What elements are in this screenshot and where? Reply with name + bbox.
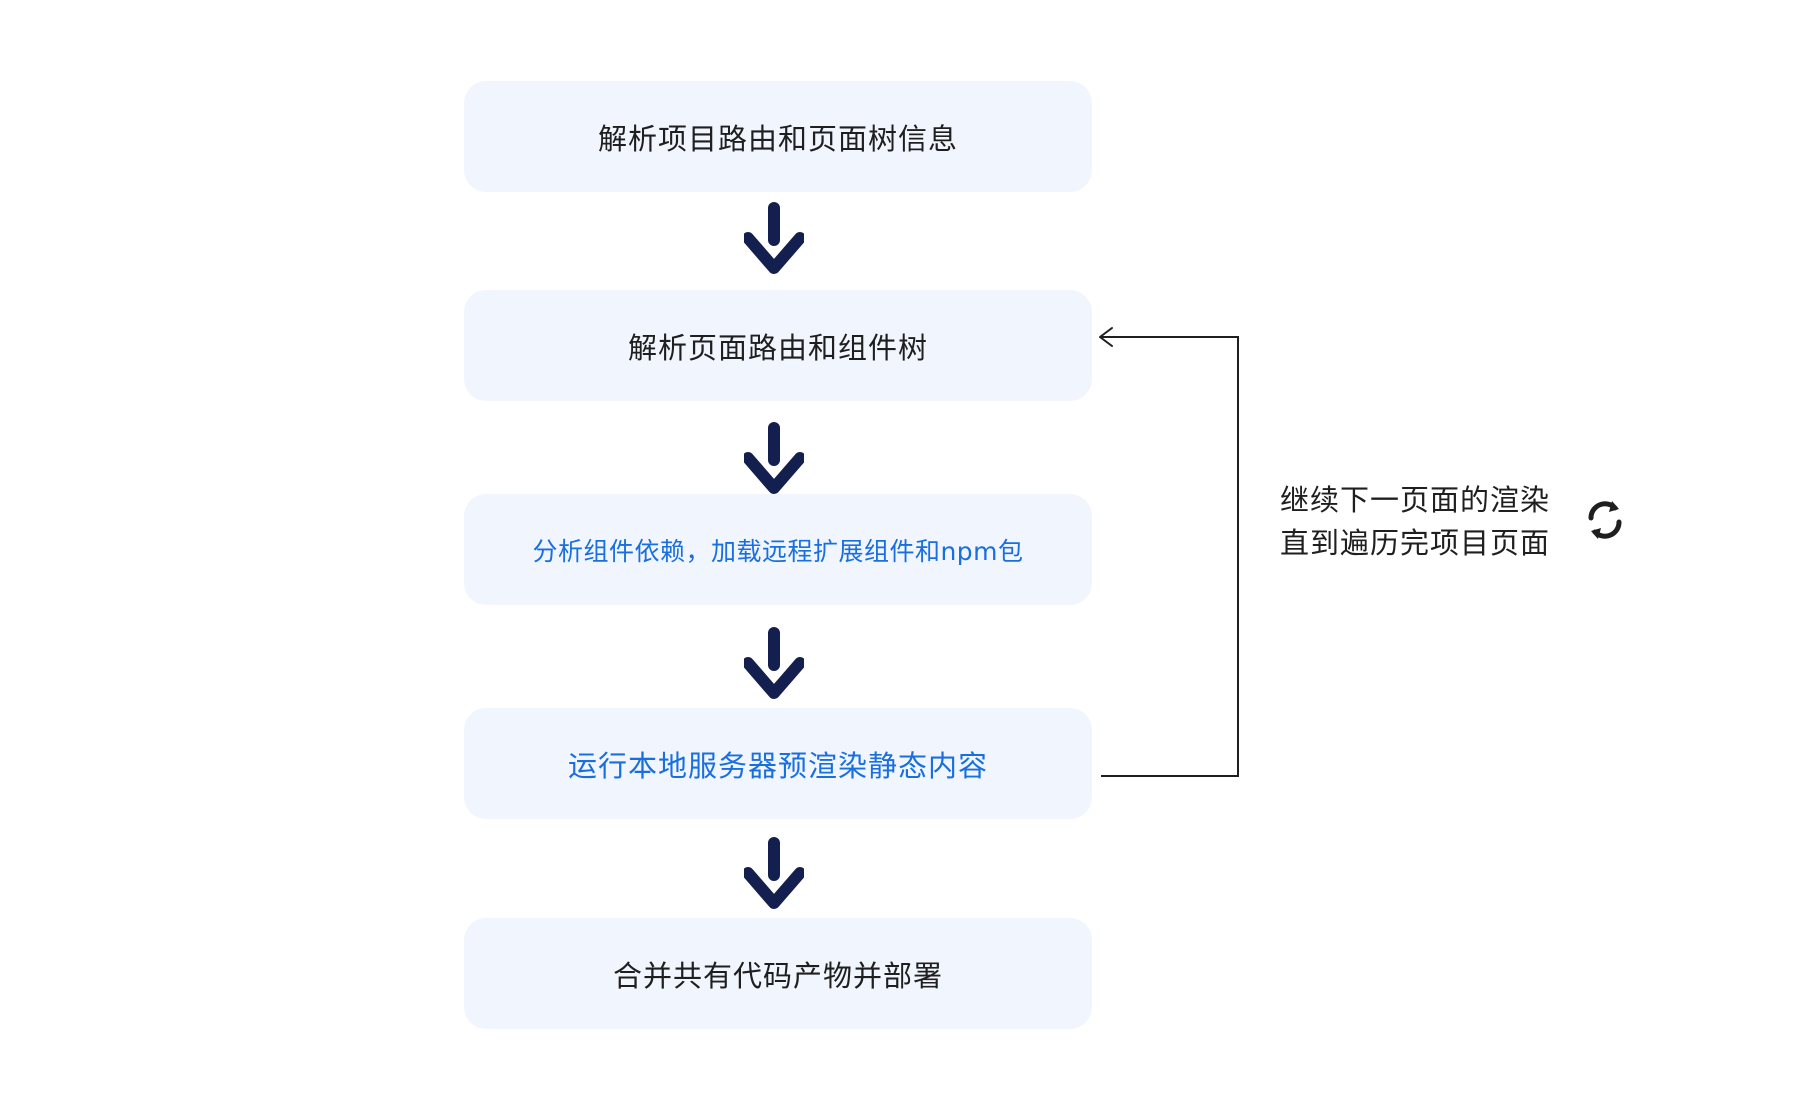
loop-arrowhead-icon — [1099, 327, 1113, 347]
loop-note-line-1: 继续下一页面的渲染 — [1280, 483, 1551, 517]
step-parse-page-routes: 解析页面路由和组件树 — [464, 290, 1092, 401]
step-label: 合并共有代码产物并部署 — [612, 958, 943, 993]
loop-note-line-2: 直到遍历完项目页面 — [1280, 526, 1551, 560]
loop-note: 继续下一页面的渲染 直到遍历完项目页面 — [1280, 479, 1550, 565]
step-merge-deploy: 合并共有代码产物并部署 — [464, 918, 1092, 1029]
step-label: 运行本地服务器预渲染静态内容 — [567, 748, 988, 783]
step-analyze-dependencies: 分析组件依赖，加载远程扩展组件和npm包 — [464, 494, 1092, 605]
step-parse-project-routes: 解析项目路由和页面树信息 — [464, 81, 1092, 192]
step-prerender: 运行本地服务器预渲染静态内容 — [464, 708, 1092, 819]
step-label: 分析组件依赖，加载远程扩展组件和npm包 — [532, 536, 1024, 566]
step-label: 解析页面路由和组件树 — [627, 330, 928, 365]
refresh-icon — [1588, 501, 1622, 539]
step-label: 解析项目路由和页面树信息 — [597, 121, 958, 156]
arrow-down-icon — [744, 422, 804, 494]
arrow-down-icon — [744, 837, 804, 909]
arrow-down-icon — [744, 202, 804, 274]
arrow-down-icon — [744, 627, 804, 699]
